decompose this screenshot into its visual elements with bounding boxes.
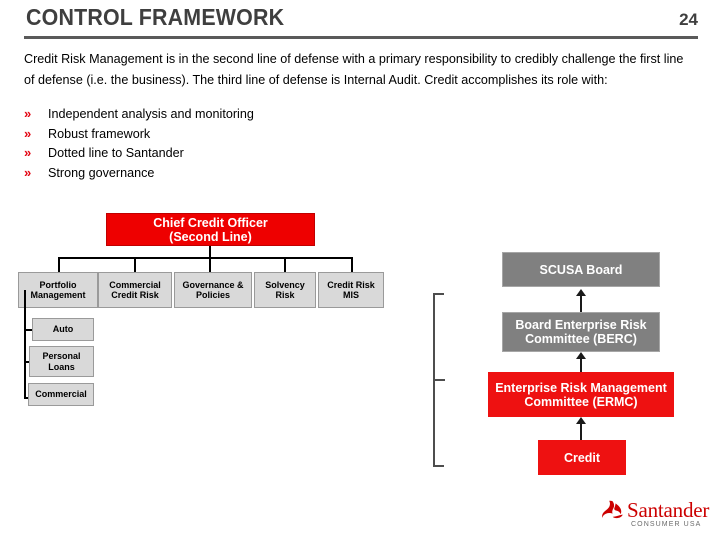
- list-item: » Strong governance: [24, 165, 424, 185]
- chevron-double-right-icon: »: [24, 106, 32, 121]
- org-node-line2: Management: [30, 290, 86, 300]
- committee-node-line1: SCUSA Board: [539, 262, 623, 277]
- org-connector-stem: [209, 246, 211, 258]
- org-connector-drop: [209, 257, 211, 272]
- org-node-line1: Solvency: [265, 279, 305, 290]
- org-node-line2: MIS: [342, 290, 359, 300]
- org-node-portfolio-management: Portfolio Management: [18, 272, 98, 308]
- list-item: » Dotted line to Santander: [24, 145, 424, 165]
- org-connector-drop: [58, 257, 60, 272]
- title-divider: [24, 36, 698, 39]
- org-node-line2: Credit Risk: [111, 290, 159, 300]
- list-item: » Independent analysis and monitoring: [24, 106, 424, 126]
- org-node-commercial: Commercial: [28, 383, 94, 406]
- org-connector-drop: [134, 257, 136, 272]
- org-child-spine: [24, 290, 26, 399]
- org-node-commercial-credit-risk: Commercial Credit Risk: [98, 272, 172, 308]
- committee-node-ermc: Enterprise Risk Management Committee (ER…: [488, 372, 674, 417]
- list-item-label: Dotted line to Santander: [48, 146, 184, 160]
- santander-flame-icon: [602, 500, 623, 519]
- org-node-line1: Portfolio: [39, 279, 77, 290]
- org-node-line1: Commercial: [35, 389, 87, 400]
- org-connector-drop: [284, 257, 286, 272]
- arrow-head-up-icon: [576, 289, 586, 296]
- santander-tagline: CONSUMER USA: [631, 521, 702, 528]
- org-node-line2: Risk: [275, 290, 295, 300]
- committee-node-line2: Committee (ERMC): [524, 394, 638, 409]
- page-number: 24: [679, 10, 698, 29]
- committee-node-line2: Committee (BERC): [525, 332, 637, 346]
- org-node-solvency-risk: Solvency Risk: [254, 272, 316, 308]
- chevron-double-right-icon: »: [24, 145, 32, 160]
- org-node-line2: (Second Line): [169, 229, 252, 244]
- org-node-line1: Governance &: [182, 279, 244, 290]
- org-node-line2: Policies: [195, 290, 231, 300]
- arrow-head-up-icon: [576, 352, 586, 359]
- org-node-line1: Credit Risk: [327, 279, 375, 290]
- list-item-label: Robust framework: [48, 126, 151, 141]
- org-child-elbow: [24, 329, 38, 331]
- org-node-chief-credit-officer: Chief Credit Officer (Second Line): [106, 213, 315, 246]
- grouping-bracket-nub: [433, 379, 445, 381]
- org-node-line1: Personal: [42, 351, 81, 362]
- arrow-shaft: [580, 358, 582, 372]
- org-node-line1: Commercial: [109, 279, 161, 290]
- org-node-credit-risk-mis: Credit Risk MIS: [318, 272, 384, 308]
- bullet-list: » Independent analysis and monitoring » …: [24, 106, 424, 184]
- santander-logo: Santander CONSUMER USA: [601, 498, 713, 532]
- org-node-auto: Auto: [32, 318, 94, 341]
- arrow-shaft: [580, 295, 582, 312]
- chevron-double-right-icon: »: [24, 164, 32, 180]
- intro-paragraph: Credit Risk Management is in the second …: [24, 52, 684, 87]
- committee-node-line1: Board Enterprise Risk: [515, 318, 647, 332]
- chevron-double-right-icon: »: [24, 125, 32, 141]
- page-title: CONTROL FRAMEWORK: [26, 4, 285, 30]
- org-chart: Chief Credit Officer (Second Line) Portf…: [18, 213, 384, 406]
- org-connector-bus: [58, 257, 353, 259]
- org-node-line2: Loans: [48, 361, 75, 372]
- org-node-line1: Chief Credit Officer: [153, 215, 268, 230]
- org-connector-drop: [351, 257, 353, 272]
- santander-wordmark: Santander: [627, 498, 710, 522]
- list-item-label: Independent analysis and monitoring: [48, 107, 254, 121]
- committee-node-line1: Credit: [563, 450, 601, 465]
- committee-node-line1: Enterprise Risk Management: [495, 380, 667, 395]
- committee-chart: SCUSA Board Board Enterprise Risk Commit…: [420, 0, 720, 540]
- list-item: » Robust framework: [24, 126, 424, 146]
- committee-node-berc: Board Enterprise Risk Committee (BERC): [502, 312, 660, 352]
- committee-node-scusa-board: SCUSA Board: [502, 252, 660, 287]
- org-node-line1: Auto: [52, 324, 74, 335]
- org-node-governance-policies: Governance & Policies: [174, 272, 252, 308]
- list-item-label: Strong governance: [48, 165, 155, 180]
- arrow-head-up-icon: [576, 417, 586, 424]
- org-node-personal-loans: Personal Loans: [29, 346, 94, 377]
- committee-node-credit: Credit: [538, 440, 626, 475]
- arrow-shaft: [580, 423, 582, 441]
